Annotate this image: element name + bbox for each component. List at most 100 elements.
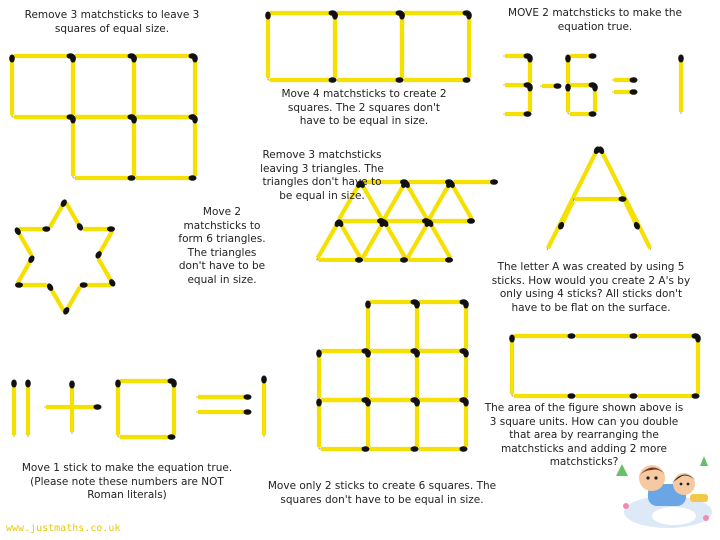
match-head — [358, 180, 365, 188]
match-head — [459, 446, 468, 452]
match-head — [467, 218, 475, 224]
match-head — [399, 11, 405, 20]
match-head — [261, 375, 267, 384]
p4-stick — [48, 286, 66, 313]
match-head — [553, 83, 562, 89]
p4-stick — [16, 230, 34, 257]
match-head — [629, 333, 638, 339]
match-head — [400, 257, 408, 263]
match-head — [361, 446, 370, 452]
match-head — [63, 307, 70, 315]
p5-stick — [315, 222, 340, 260]
match-head — [188, 175, 197, 181]
match-head — [527, 54, 533, 63]
puzzle-9-text: Move only 2 sticks to create 6 squares. … — [267, 480, 497, 506]
p5-stick — [382, 183, 406, 221]
p4-stick — [15, 258, 33, 285]
match-head — [46, 283, 54, 291]
match-head — [316, 398, 322, 407]
match-head — [76, 223, 84, 231]
match-head — [523, 111, 532, 117]
match-head — [192, 54, 198, 63]
match-head — [633, 221, 640, 230]
match-head — [403, 180, 410, 188]
match-head — [95, 251, 102, 259]
p5-stick — [427, 183, 451, 221]
match-head — [365, 349, 371, 358]
match-head — [328, 77, 337, 83]
p5-stick — [383, 222, 408, 260]
match-head — [567, 333, 576, 339]
match-head — [109, 279, 116, 287]
p5-stick — [428, 222, 453, 260]
match-head — [629, 393, 638, 399]
match-head — [414, 300, 420, 309]
p4-stick — [48, 202, 66, 229]
p5-stick — [405, 222, 430, 260]
match-head — [565, 54, 571, 63]
puzzle-8-text: Move 1 stick to make the equation true. … — [21, 462, 233, 501]
match-head — [265, 11, 271, 20]
match-head — [93, 404, 102, 410]
p4-stick — [64, 201, 82, 228]
puzzle-2-text: Move 4 matchsticks to create 2 squares. … — [281, 88, 447, 127]
site-credit: www.justmaths.co.uk — [6, 523, 121, 534]
match-head — [509, 334, 515, 343]
cartoon-children-icon — [616, 456, 712, 528]
puzzle-6-text: The letter A was created by using 5 stic… — [491, 261, 691, 314]
match-head — [678, 54, 684, 63]
p4-stick — [97, 229, 115, 256]
match-head — [28, 255, 35, 263]
match-head — [565, 83, 571, 92]
match-head — [11, 379, 17, 388]
puzzle-3-text: MOVE 2 matchsticks to make the equation … — [508, 7, 682, 33]
puzzle-4-text: Move 2 matchsticks to form 6 triangles. … — [178, 206, 266, 286]
match-head — [192, 115, 198, 124]
match-head — [395, 77, 404, 83]
p5-stick — [360, 183, 384, 221]
match-head — [365, 398, 371, 407]
p6-stick — [622, 199, 639, 227]
match-head — [79, 282, 88, 288]
match-head — [131, 54, 137, 63]
match-head — [115, 379, 121, 388]
match-head — [567, 393, 576, 399]
match-head — [355, 257, 363, 263]
match-head — [15, 282, 24, 288]
match-head — [9, 54, 15, 63]
match-head — [60, 199, 67, 207]
puzzle-5-text: Remove 3 matchsticks leaving 3 triangles… — [260, 149, 384, 202]
match-head — [629, 89, 638, 95]
match-head — [618, 196, 627, 202]
match-head — [629, 77, 638, 83]
match-head — [466, 11, 472, 20]
match-head — [588, 53, 597, 59]
p6-stick — [559, 199, 576, 227]
puzzle-7-text: The area of the figure shown above is 3 … — [484, 402, 684, 468]
match-head — [558, 221, 565, 230]
match-head — [410, 446, 419, 452]
puzzle-1-text: Remove 3 matchsticks to leave 3 squares … — [24, 9, 200, 35]
match-head — [127, 175, 136, 181]
match-head — [167, 434, 176, 440]
p4-stick — [96, 257, 114, 284]
p5-stick — [360, 222, 385, 260]
match-head — [463, 398, 469, 407]
match-head — [445, 257, 453, 263]
match-head — [70, 54, 76, 63]
match-head — [25, 379, 31, 388]
match-head — [243, 409, 252, 415]
match-head — [448, 180, 455, 188]
match-head — [14, 227, 21, 235]
match-head — [695, 334, 701, 343]
p5-stick — [337, 183, 361, 221]
match-head — [414, 349, 420, 358]
match-head — [588, 111, 597, 117]
p6-stick — [546, 149, 599, 250]
match-head — [414, 398, 420, 407]
match-head — [490, 179, 498, 185]
match-head — [691, 393, 700, 399]
match-head — [462, 77, 471, 83]
p5-stick — [450, 183, 474, 221]
